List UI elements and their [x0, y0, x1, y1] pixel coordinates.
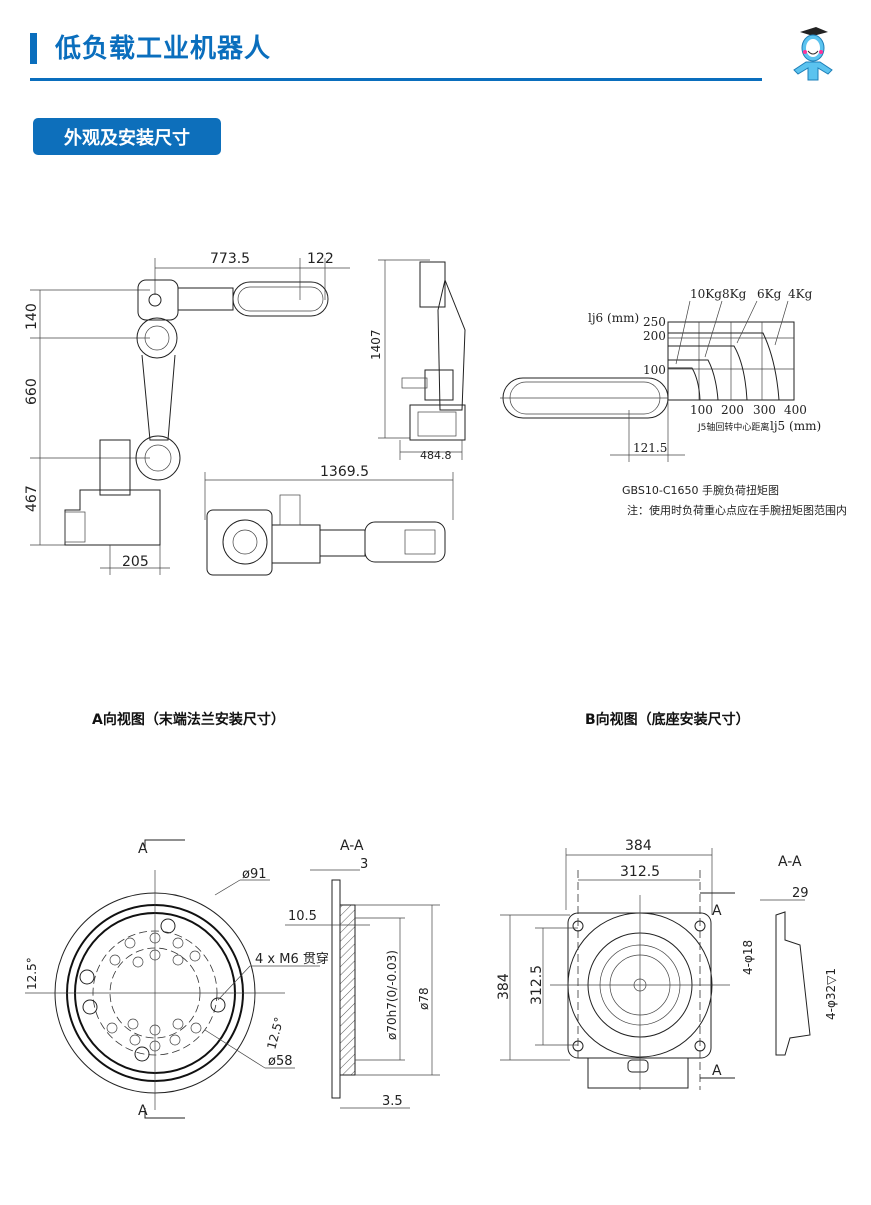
dim-484: 484.8	[420, 449, 452, 462]
dim-d91: ø91	[242, 867, 267, 882]
xtick: 300	[753, 403, 776, 417]
section-mark-top: A	[138, 841, 148, 857]
section-mark-bottom: A	[712, 1063, 722, 1079]
base-view-b: 384 312.5 384 312.5 A A A-A 29 4-φ18 4-φ…	[496, 838, 838, 1090]
section-mark-bottom: A	[138, 1103, 148, 1119]
load-label: 8Kg	[722, 287, 747, 301]
dim-1369: 1369.5	[320, 464, 369, 480]
section-badge: 外观及安装尺寸	[33, 118, 221, 155]
ytick: 200	[643, 329, 666, 343]
dim-d32: 4-φ32▽1	[824, 968, 838, 1020]
dim-660: 660	[24, 378, 40, 405]
dim-3: 3	[360, 857, 368, 872]
xtick: 200	[721, 403, 744, 417]
dim-10-5: 10.5	[288, 909, 317, 924]
view-b-caption: B向视图（底座安装尺寸）	[585, 712, 750, 728]
curve-10kg	[668, 367, 701, 401]
title-accent-bar	[30, 33, 37, 64]
section-title-a: A-A	[340, 838, 364, 854]
load-label: 6Kg	[757, 287, 782, 301]
dim-773: 773.5	[210, 251, 250, 267]
dim-121: 121.5	[633, 441, 667, 455]
dim-467: 467	[24, 485, 40, 512]
dim-29: 29	[792, 886, 809, 901]
dim-d78: ø78	[417, 987, 431, 1010]
robot-front-view: 1407 484.8	[369, 259, 466, 462]
curve-6kg	[668, 345, 748, 401]
load-label: 4Kg	[788, 287, 813, 301]
angle-left: 12.5°	[25, 957, 39, 990]
chart-xlabel: lj5 (mm)	[770, 419, 821, 433]
flange-view-a: A A ø91 4 x M6 贯穿 ø58 12.5° 12.5° A-A 3 …	[25, 838, 440, 1119]
chart-note: 注：使用时负荷重心点应在手腕扭矩图范围内	[627, 503, 847, 517]
load-label: 10Kg	[690, 287, 722, 301]
dim-d58: ø58	[268, 1054, 293, 1069]
robot-side-view: 773.5 122 140 660 467 205	[24, 251, 350, 575]
chart-caption: GBS10-C1650 手腕负荷扭矩图	[622, 483, 779, 497]
wrist-torque-chart: lj6 (mm) 250 200 100 100 200 300 400 J5轴…	[500, 287, 847, 517]
dim-3-5: 3.5	[382, 1094, 403, 1109]
xtick: 400	[784, 403, 807, 417]
section-mark-top: A	[712, 903, 722, 919]
dim-140: 140	[24, 303, 40, 330]
ytick: 100	[643, 363, 666, 377]
view-a-caption: A向视图（末端法兰安装尺寸）	[92, 712, 285, 728]
dim-122: 122	[307, 251, 334, 267]
curve-4kg	[668, 332, 780, 401]
mascot-logo	[793, 27, 833, 81]
robot-top-view: 1369.5	[204, 464, 454, 576]
holes-note: 4 x M6 贯穿	[255, 951, 329, 967]
page-title: 低负载工业机器人	[55, 34, 272, 64]
ytick: 250	[643, 315, 666, 329]
chart-ylabel: lj6 (mm)	[588, 311, 639, 325]
dim-h312: 312.5	[529, 965, 545, 1005]
dim-w312: 312.5	[620, 864, 660, 880]
angle-right: 12.5°	[264, 1016, 286, 1051]
dim-d18: 4-φ18	[741, 940, 755, 975]
dim-205: 205	[122, 554, 149, 570]
dim-1407: 1407	[369, 329, 383, 360]
xtick: 100	[690, 403, 713, 417]
dim-h384: 384	[496, 973, 512, 1000]
section-title-b: A-A	[778, 854, 802, 870]
dim-d70: ø70h7(0/-0.03)	[385, 950, 399, 1040]
chart-xsub: J5轴回转中心距离	[697, 421, 769, 433]
dim-w384: 384	[625, 838, 652, 854]
header-divider	[30, 78, 762, 81]
curve-8kg	[668, 359, 719, 401]
